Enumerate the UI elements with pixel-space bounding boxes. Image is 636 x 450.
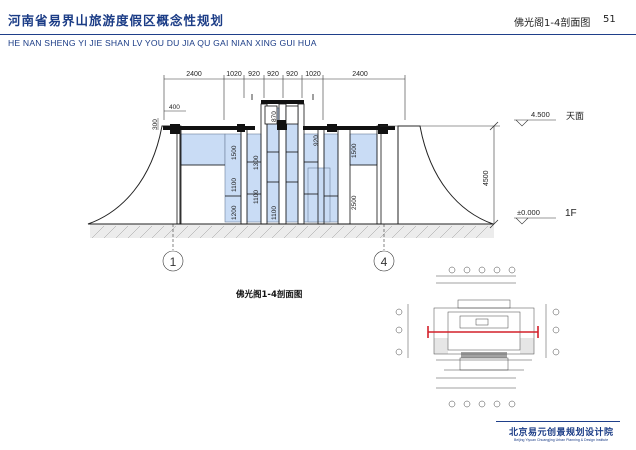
dim-height-total: 4500 [483,170,490,186]
left-dimensions: 400 300 [152,104,186,130]
tower-box [251,94,314,125]
dim-top-3: 920 [248,71,260,78]
level-top-label: 天面 [566,111,584,122]
level-marker-top: 4.500 天面 [514,110,584,127]
drawing-caption: 佛光阁1-4剖面图 [236,290,303,300]
dim-top-4: 920 [267,71,279,78]
dim-v-1100-a: 1100 [253,190,260,204]
glass-panels [180,107,378,223]
axis-markers [162,224,395,272]
dim-top-1: 2400 [186,71,202,78]
level-top-value: 4.500 [531,110,550,119]
level-marker-base: ±0.000 1F [514,208,577,225]
axis-label-1: 1 [170,255,177,269]
top-dimension-labels: 2400 1020 920 920 920 1020 2400 [186,71,368,78]
vertical-dimension-labels: 1500 1100 1200 1300 1100 1100 870 1500 2… [231,111,358,220]
dim-v-2500: 2500 [351,195,358,210]
project-subtitle: HE NAN SHENG YI JIE SHAN LV YOU DU JIA Q… [8,38,317,48]
project-title: 河南省易界山旅游度假区概念性规划 [8,13,225,28]
dim-top-5: 920 [286,71,298,78]
axis-label-4: 4 [381,255,388,269]
dim-top-2: 1020 [226,71,242,78]
sheet-title: 佛光阁1-4剖面图 [514,18,591,29]
footer-rule [496,421,620,422]
key-plan-bubbles [395,266,560,408]
dim-v-920: 920 [313,135,320,146]
dim-v-1500-right: 1500 [351,143,358,158]
key-plan-hatch [434,338,534,358]
dim-left-300: 300 [152,119,159,130]
page-number: 51 [603,14,616,25]
dim-v-1300: 1300 [253,155,260,170]
level-base-label: 1F [565,208,577,219]
dim-top-6: 1020 [305,71,321,78]
level-base-value: ±0.000 [517,208,540,217]
dim-left-400: 400 [169,104,180,111]
roof-slabs [163,100,395,134]
dim-v-1100-left: 1100 [231,178,238,192]
dim-top-7: 2400 [352,71,368,78]
firm-name: 北京易元创景规划设计院 [509,428,614,438]
firm-name-en: Beijing Yiyuan Chuangjing Urban Planning… [514,438,609,442]
section-cut-line [427,326,539,338]
dim-v-1200-left: 1200 [231,205,238,220]
dim-v-1100-b: 1100 [271,206,278,220]
dim-v-1500-left: 1500 [231,145,238,160]
header-rule [0,34,636,35]
height-dimension: 4500 [380,121,500,229]
dim-v-870: 870 [271,111,278,122]
top-dimension-line [163,75,406,120]
ground-hatch [90,223,494,239]
